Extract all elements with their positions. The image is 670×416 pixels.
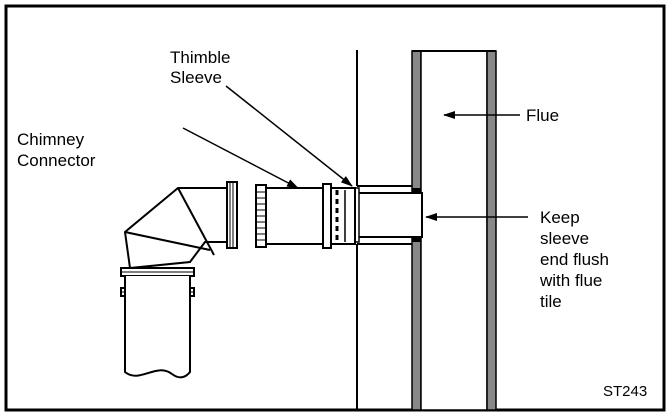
thimble-sleeve — [352, 187, 423, 243]
chimney-connector-label-line1: Chimney — [17, 130, 85, 149]
flue-tile — [411, 50, 497, 411]
chimney-wall — [356, 50, 412, 410]
connector-vertical-pipe — [120, 267, 195, 379]
thimble-label-line1: Thimble — [170, 48, 230, 67]
leader-lines — [182, 85, 528, 221]
connector-pipe-section — [255, 183, 356, 249]
keep-label-line2: sleeve — [540, 229, 589, 248]
flue-label: Flue — [526, 106, 559, 125]
keep-label-line3: end flush — [540, 250, 609, 269]
thimble-sleeve-leader — [225, 85, 353, 187]
keep-label-line5: tile — [540, 292, 562, 311]
keep-label-line1: Keep — [540, 208, 580, 227]
thimble-label-line2: Sleeve — [170, 68, 222, 87]
chimney-connector-label-line2: Connector — [17, 151, 96, 170]
chimney-connector-leader — [182, 127, 299, 189]
figure-code: ST243 — [603, 383, 647, 400]
keep-label-line4: with flue — [539, 271, 602, 290]
connector-elbow — [123, 181, 238, 270]
diagram-frame — [4, 4, 666, 412]
